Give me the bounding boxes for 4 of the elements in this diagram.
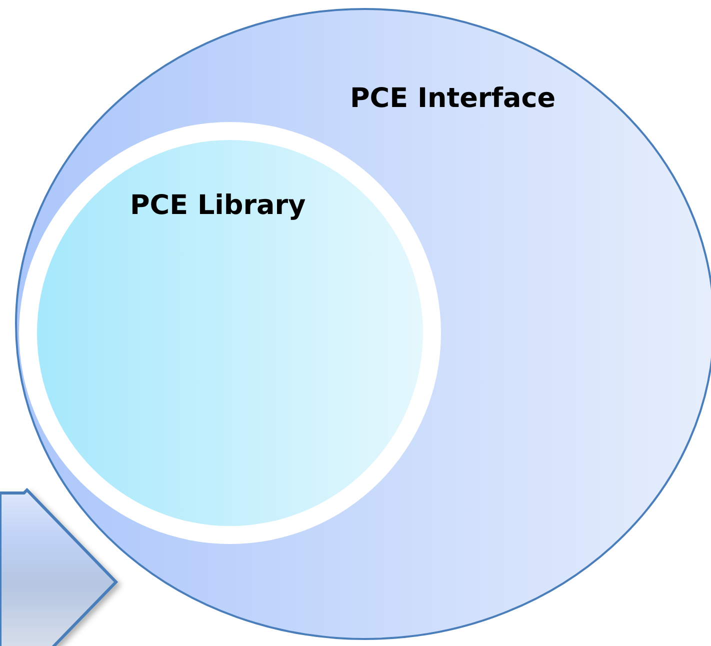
pentagon-shape <box>0 486 120 646</box>
inner-circle <box>19 122 441 544</box>
node-label: PCE Interface <box>350 83 556 114</box>
node-label: PCE Library <box>130 190 306 221</box>
